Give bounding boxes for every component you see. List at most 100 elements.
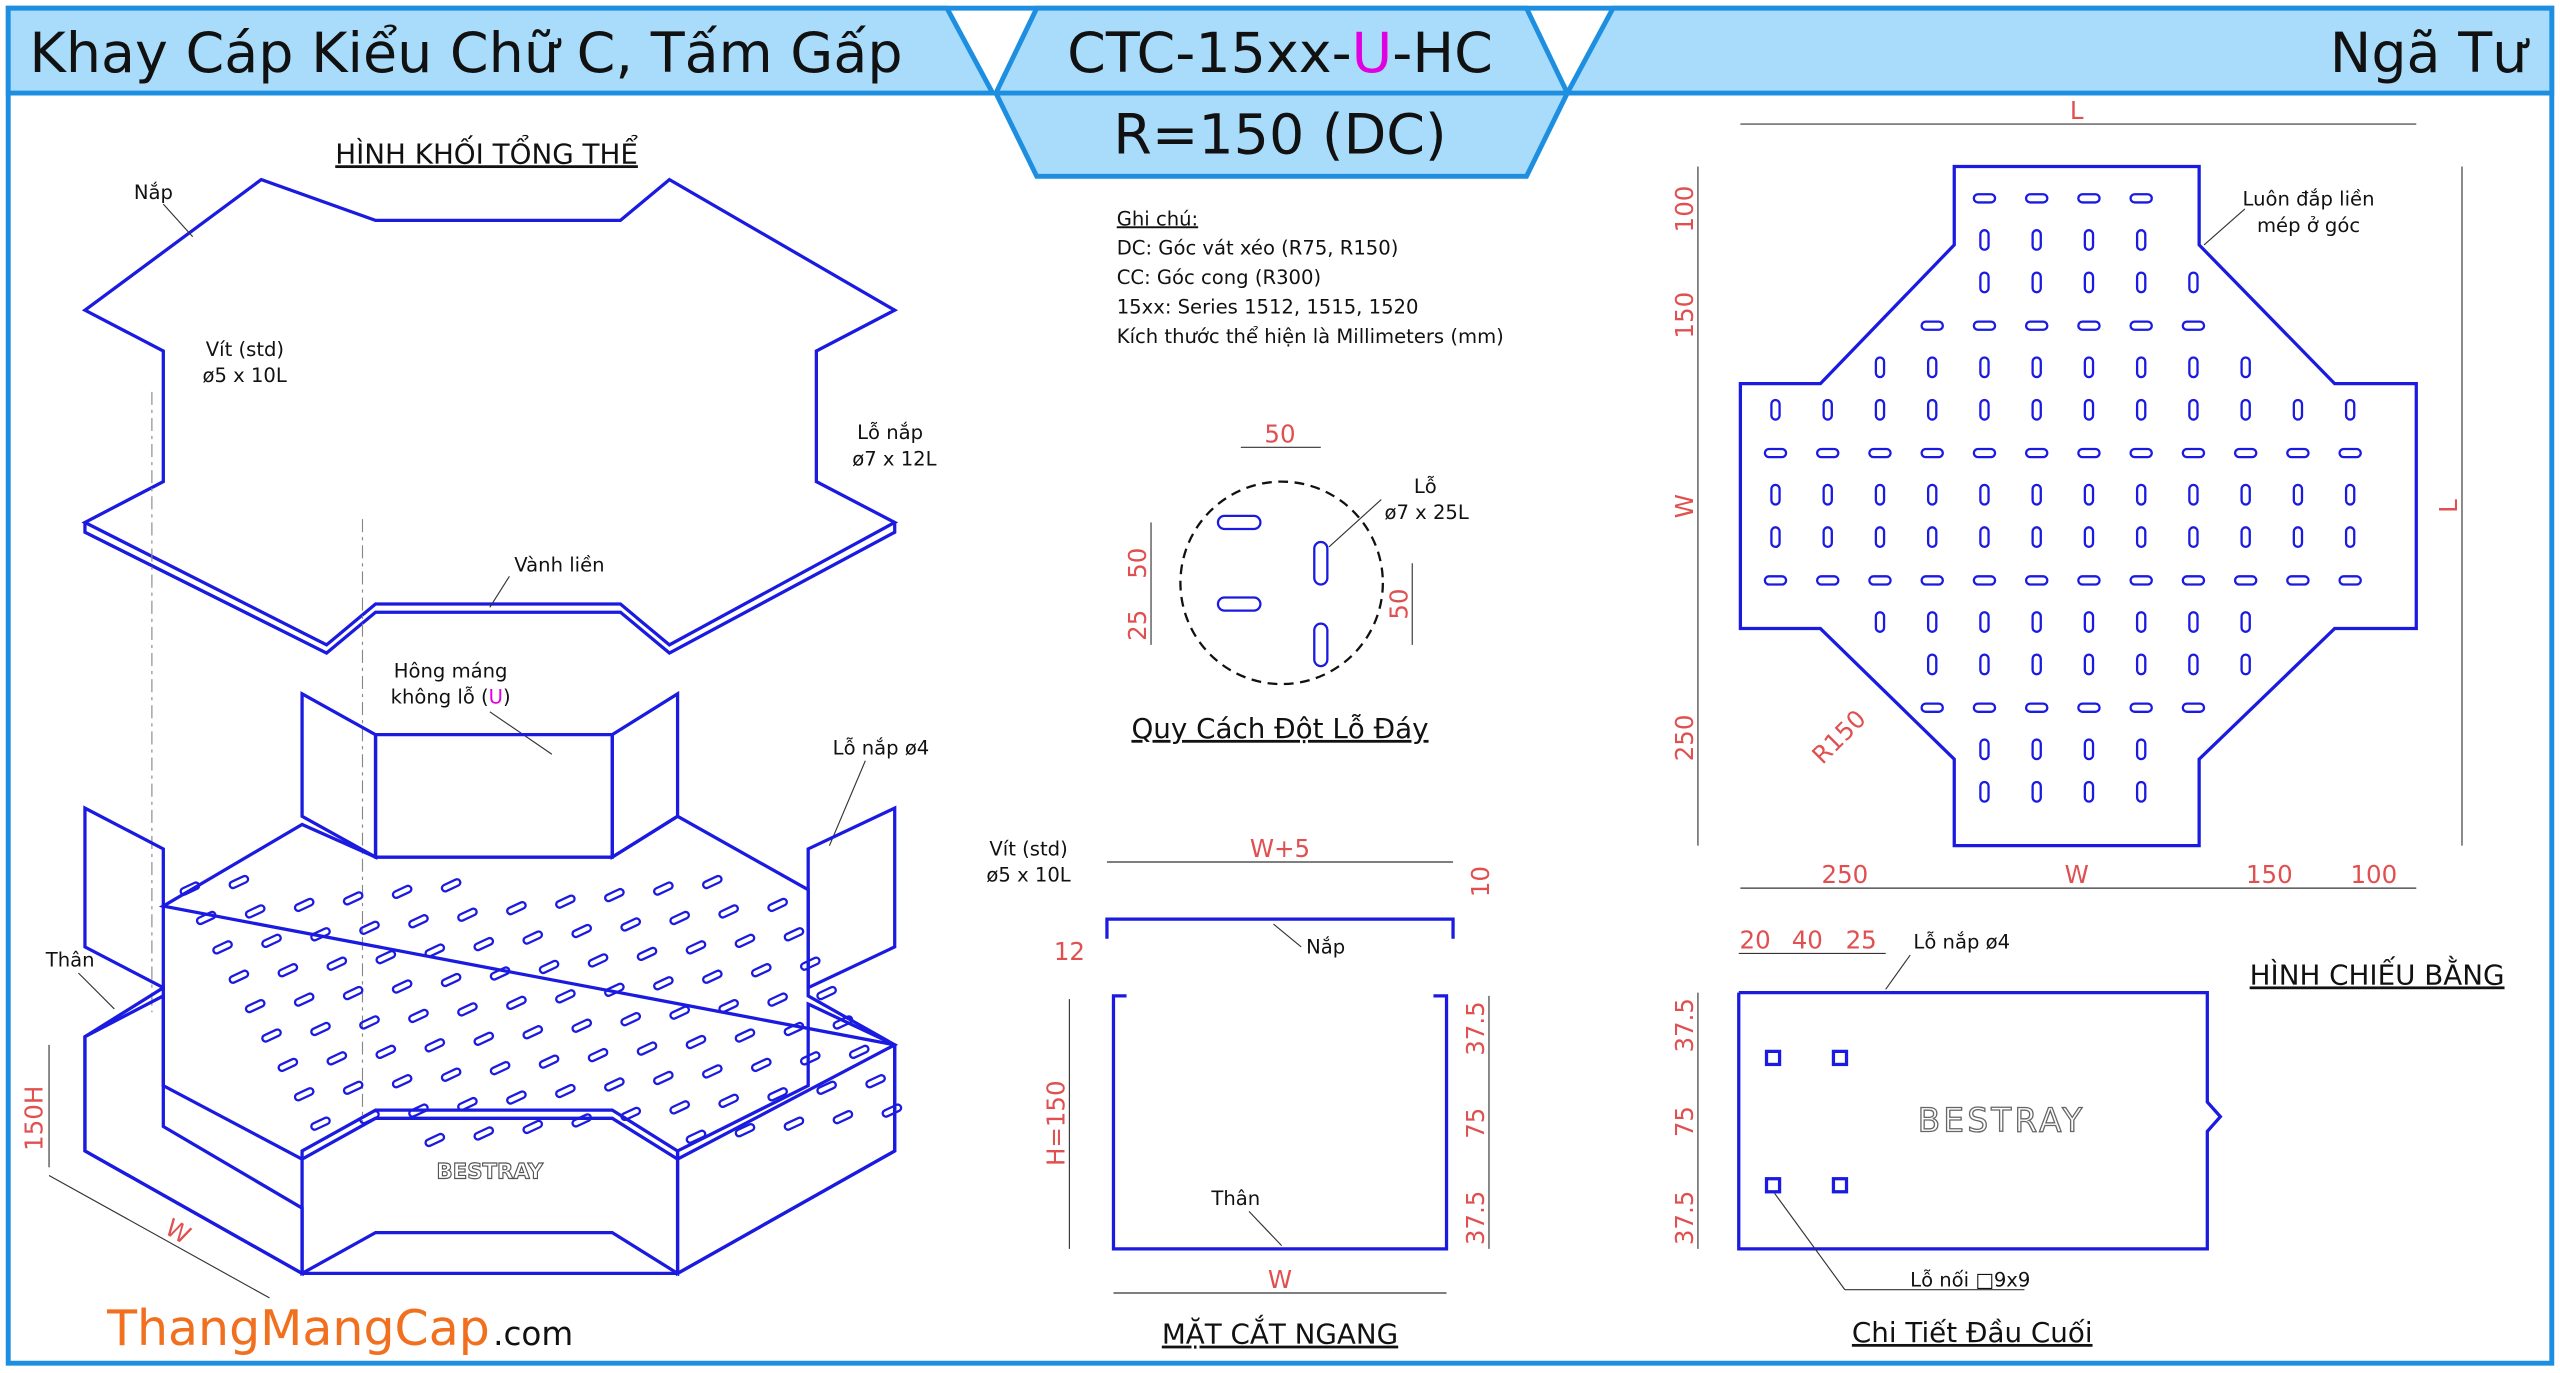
- slot-hole: [1868, 447, 1892, 459]
- slot-hole: [408, 1103, 429, 1118]
- slot-hole: [1979, 780, 1990, 803]
- dim-12: 12: [1054, 937, 1085, 966]
- slot-hole: [408, 914, 429, 929]
- slot-hole: [1920, 702, 1944, 713]
- slot-hole: [2129, 702, 2153, 713]
- slot-hole: [2024, 320, 2049, 331]
- slot-hole: [848, 1044, 870, 1060]
- slot-hole: [522, 930, 544, 945]
- slot-hole: [1770, 483, 1781, 506]
- slot-hole: [2031, 526, 2042, 549]
- slot-hole: [1926, 611, 1938, 633]
- slot-hole: [424, 1038, 446, 1053]
- slot-hole: [2083, 229, 2095, 251]
- slot-hole: [2286, 575, 2310, 586]
- tray-slots: [179, 874, 903, 1148]
- slot-hole: [1979, 398, 1990, 421]
- slot-hole: [522, 1119, 544, 1135]
- slot-hole: [832, 1109, 854, 1125]
- dim-v-75: 75: [1670, 1106, 1699, 1137]
- section-vit: Vít (std): [989, 837, 1067, 860]
- plan-slots: [1763, 193, 2362, 803]
- dim-w5: W+5: [1250, 834, 1310, 863]
- slot-hole: [620, 917, 642, 932]
- slot-hole: [865, 1074, 886, 1089]
- slot-hole: [457, 1002, 478, 1017]
- slot-hole: [1926, 653, 1938, 676]
- slot-hole: [1822, 398, 1833, 421]
- dim-W-left: W: [1670, 494, 1699, 518]
- slot-hole: [571, 923, 593, 939]
- slot-hole: [2240, 611, 2251, 633]
- dim-w-bottom: W: [1268, 1265, 1292, 1294]
- dim-10: 10: [1466, 866, 1495, 897]
- slot-hole: [359, 920, 380, 935]
- slot-hole: [440, 972, 462, 988]
- plan-note-1: Luôn đắp liền: [2243, 188, 2375, 211]
- notes: Ghi chú: DC: Góc vát xéo (R75, R150) CC:…: [1117, 207, 1504, 348]
- header-radius: R=150 (DC): [1113, 102, 1446, 167]
- label-than: Thân: [45, 948, 95, 971]
- slot-hole: [2031, 398, 2042, 421]
- slot-hole: [2031, 653, 2042, 676]
- slot-hole: [2188, 356, 2199, 379]
- slot-hole: [244, 904, 266, 919]
- isometric-view: HÌNH KHỐI TỔNG THỂ Nắp Vít (std) ø5 x 10…: [20, 133, 937, 1299]
- slot-hole: [1874, 526, 1886, 549]
- header-title-right: Ngã Tư: [2330, 21, 2530, 86]
- slot-hole: [408, 1008, 429, 1024]
- slot-hole: [669, 910, 690, 926]
- slot-hole: [1972, 447, 1997, 459]
- slot-hole: [2240, 653, 2251, 676]
- slot-hole: [2083, 271, 2095, 294]
- label-vit: Vít (std): [206, 338, 284, 361]
- slot-hole: [620, 1012, 642, 1027]
- slot-hole: [179, 881, 201, 896]
- slot-hole: [2181, 575, 2206, 586]
- slot-hole: [277, 963, 299, 978]
- slot-hole: [2181, 447, 2206, 459]
- slot-hole: [1763, 575, 1788, 586]
- slot-hole: [2129, 575, 2153, 586]
- slot-hole: [1926, 526, 1938, 549]
- slot-hole: [2024, 193, 2049, 204]
- slot-hole: [2135, 780, 2147, 803]
- slot-hole: [2031, 271, 2042, 294]
- lid: [81, 177, 899, 647]
- slot-hole: [391, 884, 413, 900]
- slot-hole: [2083, 483, 2095, 506]
- slot-hole: [1979, 229, 1990, 251]
- dim-150: 150: [1670, 292, 1699, 339]
- slot-hole: [783, 1021, 805, 1037]
- slot-hole: [473, 1126, 495, 1141]
- note-line: DC: Góc vát xéo (R75, R150): [1117, 237, 1399, 260]
- dim-250-left: 250: [1670, 715, 1699, 762]
- section-vit-size: ø5 x 10L: [986, 864, 1070, 887]
- slot-hole: [1926, 483, 1938, 506]
- dim-20: 20: [1740, 926, 1771, 955]
- slot-hole: [391, 979, 413, 994]
- slot-hole: [228, 874, 250, 890]
- slot-hole: [571, 1018, 593, 1033]
- slot-hole: [522, 1025, 544, 1040]
- slot-hole: [2344, 526, 2356, 549]
- slot-hole: [2083, 653, 2095, 676]
- slot-hole: [1972, 702, 1997, 713]
- slot-hole: [2240, 356, 2251, 379]
- slot-hole: [734, 933, 756, 948]
- section-title: MẶT CẮT NGANG: [1162, 1314, 1398, 1351]
- slot-hole: [342, 1080, 364, 1095]
- slot-hole: [2077, 447, 2101, 459]
- dim-r150: R150: [1806, 704, 1872, 770]
- plan-title: HÌNH CHIẾU BẰNG: [2250, 954, 2505, 991]
- slot-hole: [881, 1103, 903, 1118]
- dim-v-37-5-top: 37.5: [1670, 998, 1699, 1052]
- slot-hole: [489, 1060, 511, 1076]
- dim-100-bottom: 100: [2350, 860, 2397, 889]
- dim-150h: 150H: [20, 1086, 49, 1151]
- header: Khay Cáp Kiểu Chữ C, Tấm Gấp CTC-15xx-U-…: [5, 5, 2555, 179]
- slot-hole: [375, 949, 397, 965]
- slot-hole: [1979, 271, 1990, 294]
- slot-hole: [2188, 611, 2199, 633]
- slot-hole: [653, 881, 674, 896]
